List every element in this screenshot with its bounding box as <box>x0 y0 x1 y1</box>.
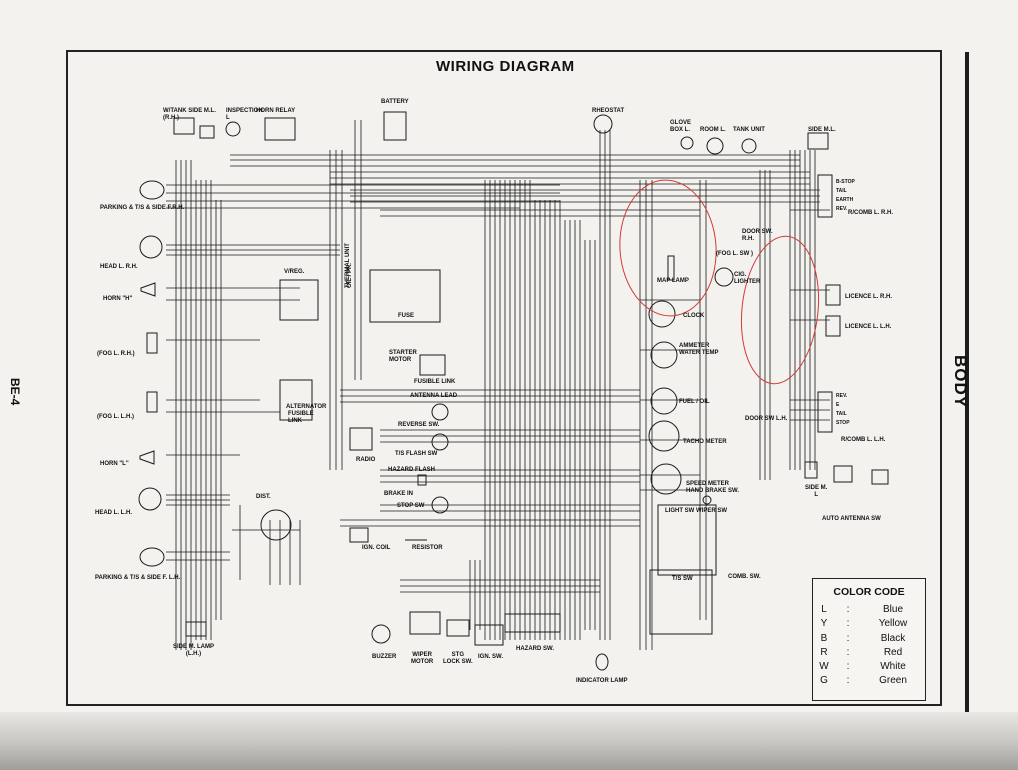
label-dist: DIST. <box>256 494 271 500</box>
label-head-rh: HEAD L. R.H. <box>100 264 138 270</box>
label-fog-rh: (FOG L. R.H.) <box>97 351 135 357</box>
label-ts-sw: T/S SW <box>672 576 693 582</box>
label-tank-unit: TANK UNIT <box>733 127 765 133</box>
color-code-letter: G <box>820 675 828 687</box>
label-radio: RADIO <box>356 457 376 463</box>
label-licence-lh: LICENCE L. L.H. <box>845 324 892 330</box>
label-buzzer: BUZZER <box>372 654 397 660</box>
label-light-wiper-sw: LIGHT SW WIPER SW <box>665 508 727 514</box>
label-horn-h: HORN "H" <box>103 296 133 302</box>
label-parking-rh: PARKING & T/S & SIDE F.R.H. <box>100 205 185 211</box>
color-code-name: Yellow <box>878 618 908 630</box>
label-w-tank-side-ml: W/TANK SIDE M.L. (R.H.) <box>163 108 216 121</box>
label-comb-sw: COMB. SW. <box>728 574 761 580</box>
label-parking-lh: PARKING & T/S & SIDE F. L.H. <box>95 575 181 581</box>
label-fusible-link-2: FUSIBLE LINK <box>414 379 456 385</box>
label-side-m-lamp: SIDE M. LAMP (L.H.) <box>173 644 215 657</box>
color-code-name: Red <box>883 646 903 658</box>
color-code-row: W: White <box>813 660 925 674</box>
color-code-legend: COLOR CODE L: Blue Y: Yellow B: Black R:… <box>812 578 926 701</box>
label-ammeter: AMMETER WATER TEMP <box>679 343 719 356</box>
color-code-title: COLOR CODE <box>833 586 905 598</box>
label-horn-l: HORN "L" <box>100 461 129 467</box>
annotation-ellipse-licence <box>740 235 820 385</box>
label-rcomb-rh: R/COMB L. R.H. <box>848 210 893 216</box>
color-code-row: B: Black <box>813 632 925 646</box>
label-side-ml-lh: SIDE M. L <box>805 485 828 498</box>
label-tail-stop-rh: B-STOP TAIL EARTH REV. <box>836 179 855 212</box>
label-licence-rh: LICENCE L. R.H. <box>845 294 893 300</box>
color-code-letter: B <box>820 632 828 644</box>
label-door-sw: DOOR SW. R.H. <box>742 229 773 242</box>
label-stg-lock: STG LOCK SW. <box>443 652 473 665</box>
color-code-name: Blue <box>882 604 903 615</box>
label-speed-meter: SPEED METER HAND BRAKE SW. <box>686 481 740 494</box>
label-antenna-lead: ANTENNA LEAD <box>410 393 458 399</box>
color-code-row: G: Green <box>813 674 925 688</box>
label-battery: BATTERY <box>381 99 409 105</box>
label-stop-sw: STOP SW <box>397 503 425 509</box>
label-head-lh: HEAD L. L.H. <box>95 510 132 516</box>
label-ign-sw: IGN. SW. <box>478 654 504 660</box>
label-indicator-lamp: INDICATOR LAMP <box>576 678 628 684</box>
color-code-letter: L <box>821 604 827 615</box>
color-code-name: Black <box>880 632 906 644</box>
label-vreg: V/REG. <box>284 269 305 275</box>
color-code-name: White <box>880 661 906 673</box>
label-side-ml-rh: SIDE M.L. <box>808 127 836 133</box>
page-title: WIRING DIAGRAM <box>436 58 575 75</box>
label-inspection: INSPECTION L <box>226 108 263 121</box>
label-cig-lighter: CIG. LIGHTER <box>734 272 761 285</box>
label-hazard-flash: HAZARD FLASH <box>388 467 435 473</box>
label-hazard-sw: HAZARD SW. <box>516 646 554 652</box>
label-clock: CLOCK <box>683 313 705 319</box>
label-door-sw-lh: DOOR SW L.H. <box>745 416 788 422</box>
label-tacho: TACHO METER <box>683 439 727 445</box>
label-fuel-oil: FUEL / OIL <box>679 399 710 405</box>
label-ts-flash-sw: T/S FLASH SW <box>395 451 438 457</box>
label-room-l: ROOM L. <box>700 127 726 133</box>
color-code-name: Green <box>879 675 907 687</box>
label-map-lamp: MAP LAMP <box>657 278 689 284</box>
diagram-frame <box>66 50 942 706</box>
color-code-row: L: Blue <box>813 603 925 617</box>
color-code-letter: W <box>819 661 829 673</box>
color-code-letter: Y <box>820 618 828 630</box>
label-rheostat: RHEOSTAT <box>592 108 625 114</box>
label-resistor: RESISTOR <box>412 545 443 551</box>
label-auto-antenna: AUTO ANTENNA SW <box>822 516 881 522</box>
label-reverse-sw: REVERSE SW. <box>398 422 440 428</box>
label-oil-pr: OIL / PR. <box>346 263 353 288</box>
color-code-row: Y: Yellow <box>813 617 925 631</box>
label-brake-in: BRAKE IN <box>384 491 414 497</box>
label-glove-box: GLOVE BOX L. <box>670 120 692 133</box>
label-starter: STARTER MOTOR <box>389 350 417 363</box>
annotation-ellipse-map-lamp <box>619 179 717 317</box>
page-bottom-shadow <box>0 712 1018 770</box>
label-wiper-motor: WIPER MOTOR <box>411 652 434 665</box>
color-code-row: R: Red <box>813 646 925 660</box>
label-rcomb-lh: R/COMB L. L.H. <box>841 437 886 443</box>
label-fuse: FUSE <box>398 313 415 319</box>
label-ign-coil: IGN. COIL <box>362 545 391 551</box>
label-fog-l-sw: (FOG L. SW ) <box>716 251 753 257</box>
label-fusible-link: FUSIBLE LINK <box>288 411 314 424</box>
label-tail-stop-lh: REV. E TAIL STOP <box>836 393 850 426</box>
section-divider-line <box>965 52 969 712</box>
color-code-letter: R <box>820 646 828 658</box>
label-fog-lh: (FOG L. L.H.) <box>97 414 134 420</box>
label-alternator: ALTERNATOR <box>286 404 327 410</box>
label-horn-relay: HORN RELAY <box>256 108 296 114</box>
